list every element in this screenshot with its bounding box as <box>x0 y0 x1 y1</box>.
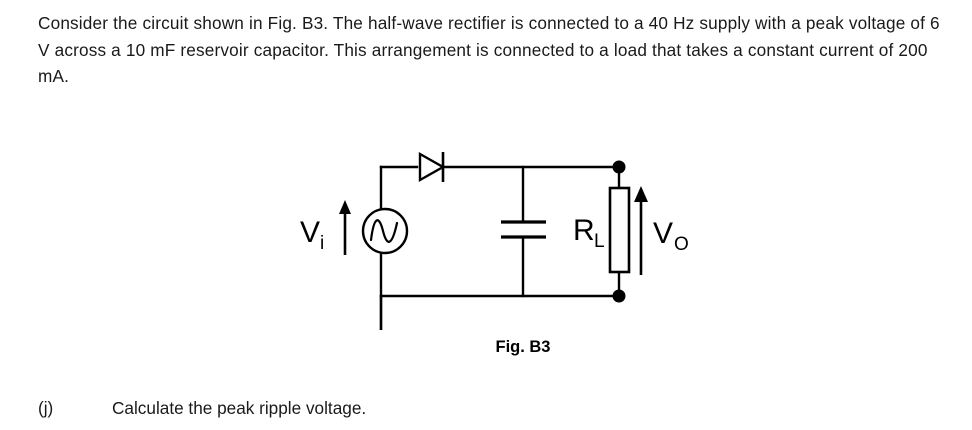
load-resistor-symbol: R L <box>573 186 631 274</box>
circuit-schematic-svg: V i R L V O <box>300 151 689 381</box>
rl-label-subscript: L <box>594 231 605 252</box>
ac-source-symbol <box>361 207 409 255</box>
vi-label-subscript: i <box>320 233 324 254</box>
vo-label-base: V <box>653 217 673 250</box>
vi-label-base: V <box>300 216 320 249</box>
output-voltage-label-group: V O <box>634 186 689 275</box>
question-statement: Consider the circuit shown in Fig. B3. T… <box>38 10 943 90</box>
diode-symbol <box>418 151 446 183</box>
wire-network <box>379 165 621 381</box>
figure-caption: Fig. B3 <box>0 338 972 357</box>
vi-arrow-icon <box>339 200 351 255</box>
diode-triangle-icon <box>418 151 446 183</box>
rl-label-base: R <box>573 214 595 247</box>
node-dot-top-right <box>612 160 626 174</box>
sub-question-row: (j) Calculate the peak ripple voltage. <box>38 395 943 421</box>
vo-label-subscript: O <box>674 234 689 255</box>
question-body-text: Consider the circuit shown in Fig. B3. T… <box>38 13 940 86</box>
circuit-figure: V i R L V O <box>0 130 972 381</box>
node-dot-bottom-right <box>612 289 626 303</box>
sub-question-text: Calculate the peak ripple voltage. <box>112 398 367 418</box>
vo-arrow-icon <box>634 186 648 275</box>
input-voltage-label-group: V i <box>300 200 351 255</box>
resistor-box-icon <box>608 186 631 274</box>
ac-source-circle-icon <box>361 207 409 255</box>
capacitor-symbol <box>501 220 546 239</box>
sine-wave-icon <box>369 219 399 243</box>
figure-caption-text: Fig. B3 <box>495 338 551 356</box>
sub-question-label: (j) <box>38 398 54 418</box>
